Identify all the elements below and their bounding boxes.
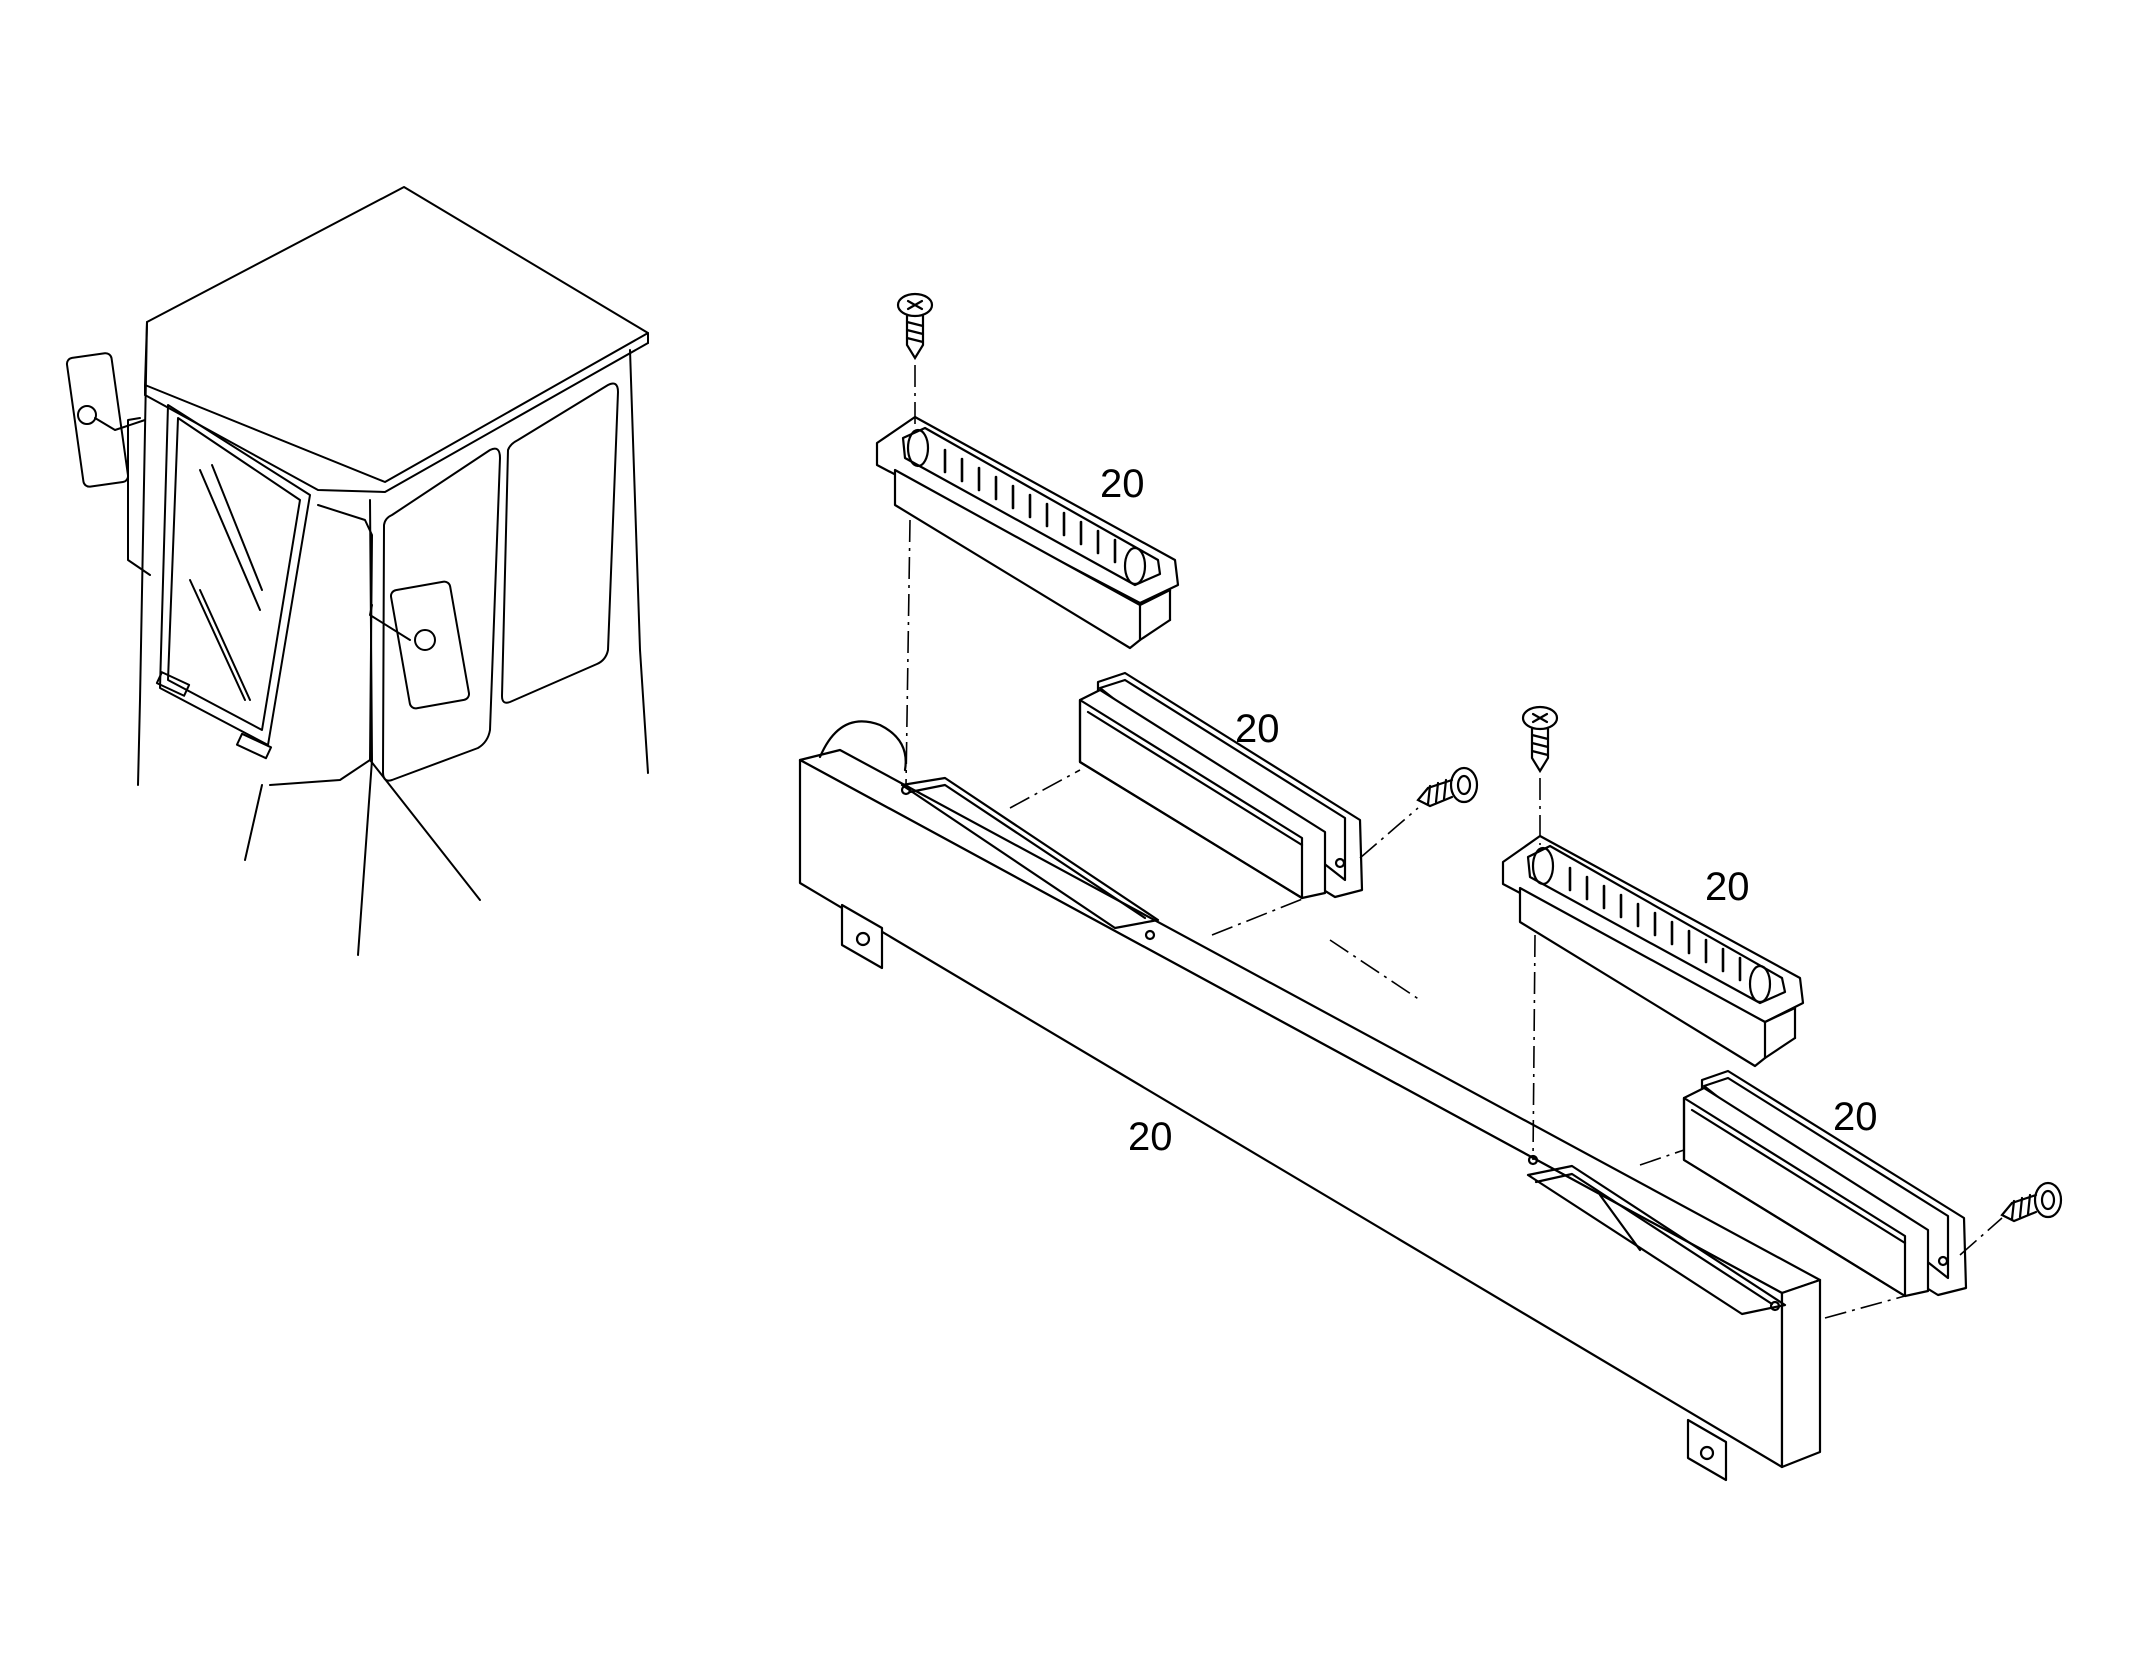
housing-left-tab	[842, 905, 882, 968]
cab-roof-lip	[145, 343, 648, 492]
callout-main-housing: 20	[1128, 1115, 1173, 1159]
housing-right-opening-inner	[1536, 1174, 1772, 1304]
cab-side-window	[502, 384, 618, 703]
callout-upper-left-vent: 20	[1100, 462, 1145, 506]
screw-shank	[2002, 1195, 2036, 1221]
duct-screw-hole	[1336, 859, 1344, 867]
duct-screw-hole	[1939, 1257, 1947, 1265]
left-mirror-arm	[95, 418, 145, 430]
right-vent	[1503, 836, 1803, 1066]
screw-shank	[1418, 780, 1452, 806]
glass-reflection-4	[200, 590, 250, 700]
assembly-line-duct-right-top	[1640, 1150, 1684, 1165]
screw-shank	[1532, 729, 1548, 771]
screw-thread	[1428, 780, 1446, 804]
housing-rear-dome	[820, 721, 906, 770]
housing-left-tab-hole	[857, 933, 869, 945]
vent-louvers	[945, 450, 1115, 562]
housing-left-opening-inner	[910, 785, 1145, 918]
housing-right-tab-hole	[1701, 1447, 1713, 1459]
housing-hole-3	[1529, 1156, 1537, 1164]
screw-side-left	[1418, 768, 1477, 806]
duct-inner-line	[1692, 1110, 1905, 1243]
vent-body-edge	[1765, 1008, 1795, 1022]
housing-hole-4	[1771, 1302, 1779, 1310]
cab-windscreen-inner	[168, 418, 300, 730]
housing-left-opening	[902, 778, 1158, 928]
housing-right-tab	[1688, 1420, 1726, 1480]
screw-thread	[907, 322, 923, 342]
vent-adjust-wheel-right	[1750, 966, 1770, 1002]
housing-hole-1	[902, 786, 910, 794]
vent-flange-inner	[1528, 846, 1785, 1003]
right-mirror-mount	[415, 630, 435, 650]
main-housing	[800, 721, 1820, 1480]
screw-side-right	[2002, 1183, 2061, 1221]
left-mirror	[66, 352, 129, 487]
cab-handrail-right	[270, 505, 372, 785]
glass-reflection-3	[190, 580, 245, 700]
screw-head	[1451, 768, 1477, 802]
assembly-line-housing-top	[1330, 940, 1420, 1000]
left-mirror-mount	[78, 406, 96, 424]
assembly-line-vent-to-housing-right	[1533, 935, 1535, 1160]
vent-adjust-wheel-left	[908, 430, 928, 466]
duct-inner-line	[1088, 712, 1302, 845]
vent-body-edge-3	[1765, 1038, 1795, 1058]
callout-right-duct: 20	[1833, 1095, 1878, 1139]
housing-right-opening-rib	[1600, 1195, 1640, 1250]
screw-thread	[2012, 1195, 2030, 1219]
housing-end-face	[1782, 1280, 1820, 1467]
callout-right-vent: 20	[1705, 865, 1750, 909]
screw-thread	[1532, 735, 1548, 755]
assembly-line-duct-right-bottom	[1825, 1296, 1905, 1318]
right-duct	[1684, 1071, 1966, 1296]
cab-dash-vent-right	[237, 734, 271, 758]
assembly-line-vent-to-housing-left	[906, 520, 910, 785]
vent-body-edge-3	[1140, 620, 1170, 640]
vent-flange-inner	[903, 428, 1160, 585]
vent-adjust-wheel-left	[1533, 848, 1553, 884]
assembly-line-screw-to-duct-left	[1360, 808, 1418, 858]
vent-body	[1520, 888, 1765, 1066]
cab-right-post	[630, 350, 648, 773]
right-mirror-arm	[370, 605, 410, 640]
assembly-line-screw-to-duct-right	[1960, 1218, 2002, 1255]
cab-handrail	[128, 418, 150, 575]
glass-reflection-1	[200, 470, 260, 610]
screw-head-inner	[2042, 1191, 2054, 1209]
screw-top-left	[898, 294, 932, 358]
right-mirror	[390, 581, 470, 710]
cab-overview	[66, 187, 648, 955]
screw-top-right	[1523, 707, 1557, 771]
cab-door-window	[383, 449, 500, 781]
assembly-line-duct-left-bottom	[1212, 898, 1305, 935]
screw-head	[2035, 1183, 2061, 1217]
duct-opening	[1080, 700, 1302, 898]
left-duct	[1080, 673, 1362, 898]
screw-shank	[907, 316, 923, 358]
assembly-line-duct-left-top	[1010, 770, 1080, 808]
callout-left-duct: 20	[1235, 707, 1280, 751]
housing-hole-2	[1146, 931, 1154, 939]
screw-cross-slot	[1533, 714, 1547, 722]
assembly-lines	[906, 365, 2002, 1318]
screw-cross-slot	[908, 301, 922, 309]
vent-adjust-wheel-right	[1125, 548, 1145, 584]
vent-body-edge	[1140, 590, 1170, 605]
cab-lower-line	[370, 760, 480, 900]
screw-head-inner	[1458, 776, 1470, 794]
upper-left-vent	[877, 417, 1178, 648]
vent-body	[895, 470, 1140, 648]
cab-base-line	[245, 785, 262, 860]
cab-dash-vent-left	[157, 672, 189, 696]
cab-left-post	[138, 322, 147, 785]
vent-louvers	[1570, 868, 1740, 980]
glass-reflection-2	[212, 465, 262, 590]
housing-right-opening	[1528, 1166, 1785, 1314]
